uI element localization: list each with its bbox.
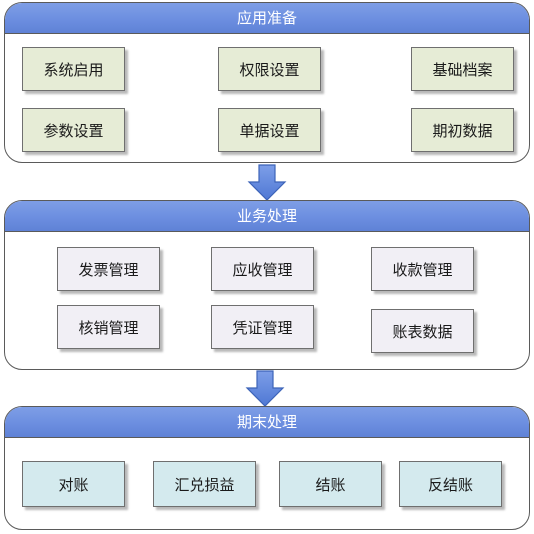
down-arrow-icon — [247, 164, 287, 201]
box-document-settings: 单据设置 — [218, 108, 321, 152]
box-report-data: 账表数据 — [371, 309, 474, 353]
box-verification-management: 核销管理 — [57, 305, 160, 349]
box-exchange-gain-loss: 汇兑损益 — [153, 461, 256, 507]
stage-title: 业务处理 — [5, 201, 529, 232]
stage-panel-business: 业务处理 发票管理 应收管理 收款管理 核销管理 凭证管理 账表数据 — [4, 200, 530, 370]
box-invoice-management: 发票管理 — [57, 247, 160, 291]
down-arrow-icon — [245, 370, 285, 407]
stage-title: 期末处理 — [5, 407, 529, 438]
box-basic-archives: 基础档案 — [411, 47, 514, 91]
stage-panel-preparation: 应用准备 系统启用 权限设置 基础档案 参数设置 单据设置 期初数据 — [4, 2, 530, 163]
box-parameter-settings: 参数设置 — [22, 108, 125, 152]
box-collection-management: 收款管理 — [371, 247, 474, 291]
box-receivable-management: 应收管理 — [211, 247, 314, 291]
box-opening-data: 期初数据 — [411, 108, 514, 152]
box-closing: 结账 — [279, 461, 382, 507]
box-permission-settings: 权限设置 — [218, 47, 321, 91]
box-voucher-management: 凭证管理 — [211, 305, 314, 349]
box-reverse-closing: 反结账 — [399, 461, 502, 507]
stage-panel-period-end: 期末处理 对账 汇兑损益 结账 反结账 — [4, 406, 530, 530]
box-reconciliation: 对账 — [22, 461, 125, 507]
stage-title: 应用准备 — [5, 3, 529, 34]
box-system-enable: 系统启用 — [22, 47, 125, 91]
